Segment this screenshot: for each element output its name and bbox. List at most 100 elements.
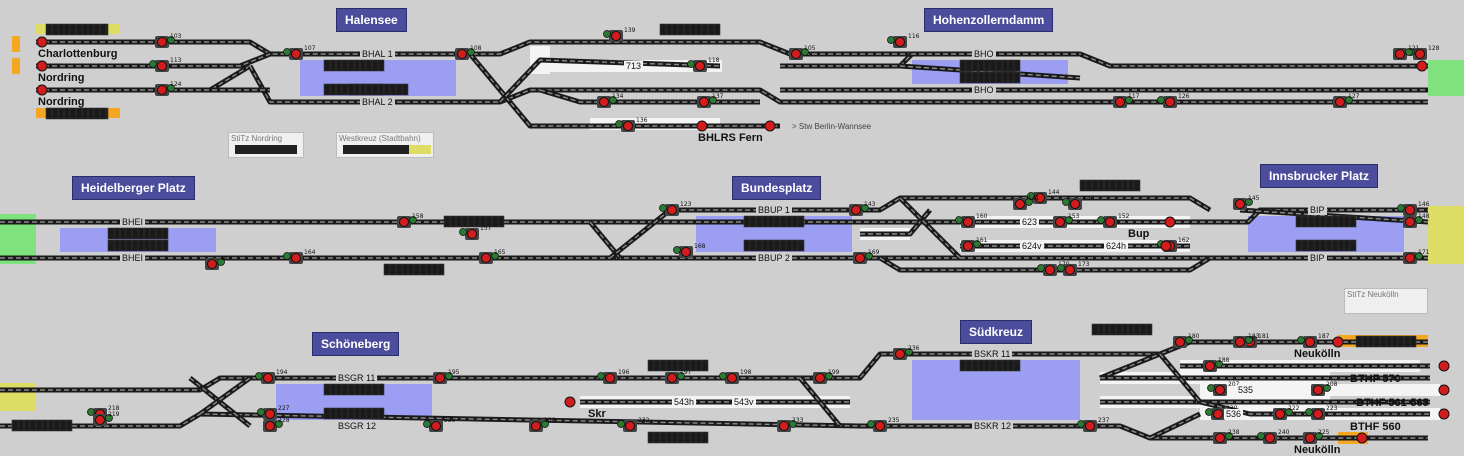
signal-green-icon — [673, 246, 681, 254]
signal-red-icon — [1335, 97, 1345, 107]
signal-number: 160 — [976, 213, 988, 220]
signal-number: 229 — [444, 417, 456, 424]
signal-green-icon — [867, 420, 875, 428]
destination-bhlrs-fern: BHLRS Fern — [698, 132, 763, 144]
signal-green-icon — [541, 420, 549, 428]
signal: 219 — [93, 411, 120, 426]
signal-green-icon — [423, 420, 431, 428]
signal-red-icon — [681, 247, 691, 257]
stitz-caption: StiTz Neukölln — [1347, 290, 1399, 299]
track-segment-inner — [1159, 353, 1430, 415]
signal-number: 222 — [1288, 405, 1300, 412]
signal-red-icon — [815, 373, 825, 383]
signal-red-icon — [855, 253, 865, 263]
station-label-heidelberger-platz[interactable]: Heidelberger Platz — [72, 176, 195, 200]
destination-bup: Bup — [1128, 228, 1150, 240]
signal-green-icon — [1297, 336, 1305, 344]
signal-red-icon — [1415, 49, 1425, 59]
signal-number: 113 — [170, 57, 182, 64]
track-segment-inner — [499, 59, 721, 103]
boundary-zone — [1428, 60, 1464, 96]
signal-green-icon — [609, 96, 617, 104]
signal-number: 128 — [1428, 45, 1440, 52]
signal-green-icon — [1185, 336, 1193, 344]
signal-number: 158 — [412, 213, 424, 220]
signal: 225 — [1303, 429, 1330, 444]
signal-red-icon — [895, 37, 905, 47]
signal-green-icon — [275, 420, 283, 428]
signal: 160 — [955, 213, 988, 228]
signal-red-icon — [399, 217, 409, 227]
signal: 108 — [455, 45, 482, 60]
station-label-schoeneberg[interactable]: Schöneberg — [312, 332, 400, 356]
signal: 228 — [263, 417, 290, 432]
signal-green-icon — [1215, 360, 1223, 368]
signal-green-icon — [149, 60, 157, 68]
track-label-536: 536 — [1224, 409, 1244, 419]
signal-number: 233 — [792, 417, 804, 424]
signal: 116 — [887, 33, 920, 48]
signal-number: 183 — [1248, 333, 1260, 340]
signal-red-icon — [895, 349, 905, 359]
signal-green-icon — [1285, 408, 1293, 416]
signal-red-icon — [623, 121, 633, 131]
signal-red-icon — [605, 373, 615, 383]
signal-green-icon — [491, 252, 499, 260]
track-label-bsgr12: BSGR 12 — [336, 421, 379, 431]
signal-number: 164 — [304, 249, 316, 256]
signal-number: 235 — [888, 417, 900, 424]
destination-bthf-560: BTHF 560 — [1350, 421, 1401, 433]
station-label-bundesplatz[interactable]: Bundesplatz — [732, 176, 822, 200]
signal-green-icon — [217, 258, 225, 266]
station-label-suedkreuz[interactable]: Südkreuz — [960, 320, 1033, 344]
signal-number: 121 — [1408, 45, 1420, 52]
signal-green-icon — [467, 48, 475, 56]
stitz-westkreuz-panel[interactable]: Westkreuz (Stadtbahn) — [336, 132, 434, 158]
boundary-zone — [0, 383, 36, 411]
station-label-hohenzollerndamm[interactable]: Hohenzollerndamm — [924, 8, 1054, 32]
signal-red-icon — [1115, 97, 1125, 107]
signal-number: 142 — [1083, 195, 1095, 202]
signal: 223 — [1305, 405, 1338, 420]
track-label-bhal2: BHAL 2 — [360, 97, 395, 107]
endpoint-signal-icon — [1356, 432, 1368, 444]
signal-number: 152 — [1118, 213, 1130, 220]
boundary-zone — [12, 36, 20, 52]
signal: 158 — [397, 213, 424, 228]
track-segment-inner — [799, 377, 841, 427]
signal-number: 187 — [1318, 333, 1330, 340]
endpoint-signal-icon — [1164, 216, 1176, 228]
signal-red-icon — [1305, 337, 1315, 347]
station-label-halensee[interactable]: Halensee — [336, 8, 407, 32]
stw-berlin-wannsee-note: > Stw Berlin-Wannsee — [792, 122, 872, 131]
signal-green-icon — [887, 36, 895, 44]
stitz-nordring-panel[interactable]: StiTz Nordring — [228, 132, 304, 158]
signal: 136 — [615, 117, 648, 132]
track-segment-inner — [899, 197, 961, 259]
signal: 197 — [665, 369, 692, 384]
signal: 152 — [1097, 213, 1130, 228]
signal-green-icon — [709, 96, 717, 104]
signal: 195 — [433, 369, 460, 384]
signal-number: 173 — [1078, 261, 1090, 268]
signal-number: 228 — [278, 417, 290, 424]
signal-number: 157 — [480, 225, 492, 232]
track-segment-inner — [189, 377, 251, 427]
signal-red-icon — [1215, 433, 1225, 443]
signal: 117 — [1113, 93, 1140, 108]
signal-green-icon — [1345, 96, 1353, 104]
track-label-bhei: BHEI — [120, 217, 146, 227]
signal: 126 — [1157, 93, 1190, 108]
signal-red-icon — [1405, 253, 1415, 263]
signal-number: 196 — [618, 369, 630, 376]
track-segment-inner — [780, 53, 1080, 67]
signal-number: 118 — [708, 57, 720, 64]
signal-number: 108 — [470, 45, 482, 52]
signal: 194 — [255, 369, 288, 384]
signal-number: 237 — [1098, 417, 1110, 424]
station-label-innsbrucker-platz[interactable]: Innsbrucker Platz — [1260, 164, 1379, 188]
signal: 207 — [1207, 381, 1240, 396]
signal-number: 195 — [448, 369, 460, 376]
signal: 240 — [1257, 429, 1290, 444]
stitz-neukoelln-panel[interactable]: StiTz Neukölln — [1344, 288, 1428, 314]
